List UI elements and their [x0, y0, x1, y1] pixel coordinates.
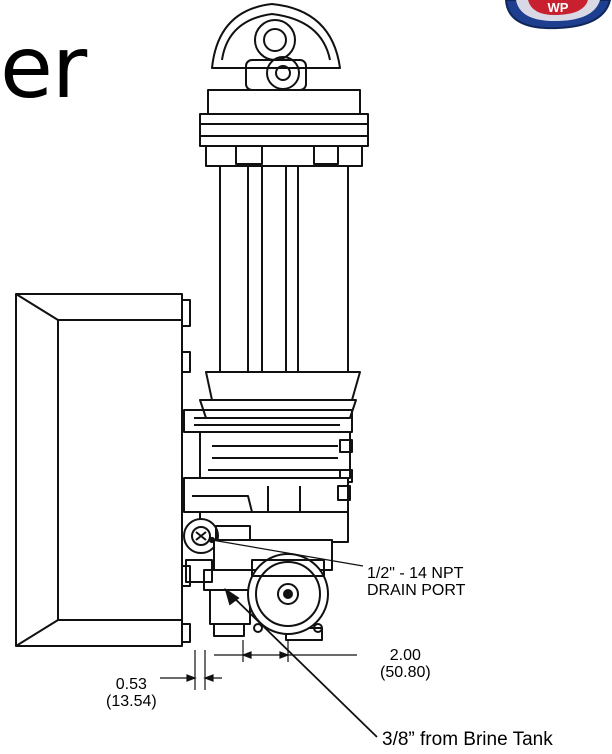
- drain-port-spec: 1/2" - 14 NPT: [367, 565, 464, 582]
- dimension-left-value: 0.53: [115, 676, 147, 693]
- body-upper: [183, 371, 361, 433]
- dimension-right-value: 2.00: [389, 647, 421, 664]
- dimension-right-label: 2.00 (50.80): [380, 647, 431, 681]
- drain-port-label: 1/2" - 14 NPT DRAIN PORT: [367, 565, 465, 599]
- brine-tank-callout: 3/8” from Brine Tank: [382, 729, 553, 750]
- body-middle: [183, 431, 353, 543]
- top-cap: [211, 3, 341, 91]
- drain-port-name: DRAIN PORT: [367, 582, 466, 599]
- drain-fitting: [183, 518, 251, 554]
- dimension-left-label: 0.53 (13.54): [106, 676, 157, 710]
- dimension-left-metric: (13.54): [106, 693, 157, 710]
- head-block: [199, 89, 369, 167]
- company-logo: WP: [498, 0, 612, 30]
- dimension-right-metric: (50.80): [380, 664, 431, 681]
- controller-box: [15, 293, 191, 647]
- logo-text: WP: [548, 0, 569, 15]
- injector-housing: [247, 553, 329, 635]
- slide-title-fragment: er: [0, 18, 87, 118]
- column: [219, 165, 349, 373]
